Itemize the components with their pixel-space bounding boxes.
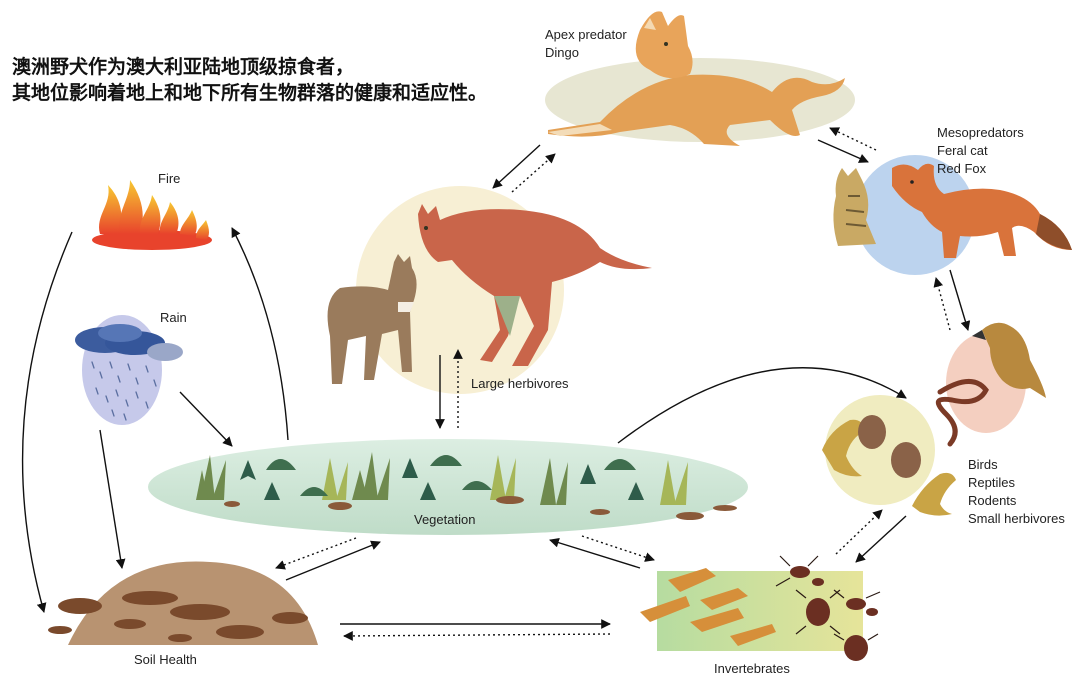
arrow-vegetation-to-invertebrates	[581, 535, 655, 562]
apex-label-line-2: Dingo	[545, 45, 579, 60]
reptiles-rodents-icon	[822, 415, 956, 516]
small-label-rodents: Rodents	[968, 493, 1017, 508]
soil-health-label: Soil Health	[134, 652, 197, 667]
bird-snake-icon	[935, 322, 1046, 447]
meso-label-line-2: Feral cat	[937, 143, 988, 158]
goat-icon	[327, 254, 417, 384]
fire-label: Fire	[158, 171, 181, 186]
connection-arrows	[21, 127, 971, 641]
rain-label: Rain	[160, 310, 187, 325]
small-label-small-herbivores: Small herbivores	[968, 511, 1065, 526]
soil-mound	[68, 561, 318, 645]
small-label-birds: Birds	[968, 457, 998, 472]
arrow-invertebrates-to-vegetation	[549, 537, 641, 569]
rain-cloud-icon	[75, 324, 183, 361]
arrow-rain-to-soil	[99, 429, 126, 569]
meso-label-line-3: Red Fox	[937, 161, 987, 176]
apex-label-line-1: Apex predator	[545, 27, 627, 42]
kangaroo-icon	[418, 204, 652, 366]
feral-cat-icon	[833, 168, 876, 246]
arrow-meso-to-birds	[949, 269, 971, 331]
heading-line-1: 澳洲野犬作为澳大利亚陆地顶级掠食者，	[12, 56, 355, 78]
mesopredators-label: Mesopredators Feral cat Red Fox	[937, 124, 1024, 178]
fire-base-ellipse	[92, 230, 212, 250]
arrow-dingo-to-meso	[817, 139, 869, 163]
apex-predator-label: Apex predator Dingo	[545, 26, 627, 62]
small-animals-label: Birds Reptiles Rodents Small herbivores	[968, 456, 1065, 528]
arrow-invertebrates-to-small	[835, 509, 883, 555]
soil-clumps-icon	[48, 591, 308, 642]
arrow-dingo-to-herbivores	[492, 144, 541, 189]
small-label-reptiles: Reptiles	[968, 475, 1015, 490]
arrow-vegetation-to-fire	[231, 227, 289, 441]
arrow-small-to-invertebrates	[855, 515, 907, 563]
red-fox-icon	[892, 163, 1072, 258]
meso-label-line-1: Mesopredators	[937, 125, 1024, 140]
chinese-heading: 澳洲野犬作为澳大利亚陆地顶级掠食者， 其地位影响着地上和地下所有生物群落的健康和…	[12, 54, 572, 106]
arrow-vegetation-to-soil	[275, 537, 357, 570]
arrow-fire-to-soil	[21, 231, 73, 613]
vegetation-plants-icon	[196, 452, 737, 520]
arrow-herbivores-to-dingo	[511, 153, 556, 193]
dingo-icon	[548, 11, 845, 146]
invertebrates-label: Invertebrates	[714, 661, 790, 676]
arrow-invertebrates-to-soil	[343, 631, 611, 641]
arrow-vegetation-to-birds	[617, 367, 907, 444]
rain-drops-icon	[91, 361, 157, 421]
arrow-rain-to-vegetation	[179, 391, 233, 447]
heading-line-2: 其地位影响着地上和地下所有生物群落的健康和适应性。	[12, 82, 488, 104]
arrow-birds-to-meso	[933, 277, 951, 331]
invertebrates-icon	[640, 555, 881, 661]
arrow-meso-to-dingo	[829, 127, 877, 151]
fire-icon	[99, 180, 209, 240]
arrow-soil-to-vegetation	[285, 540, 381, 581]
vegetation-label: Vegetation	[414, 512, 476, 527]
large-herbivores-label: Large herbivores	[471, 376, 569, 391]
